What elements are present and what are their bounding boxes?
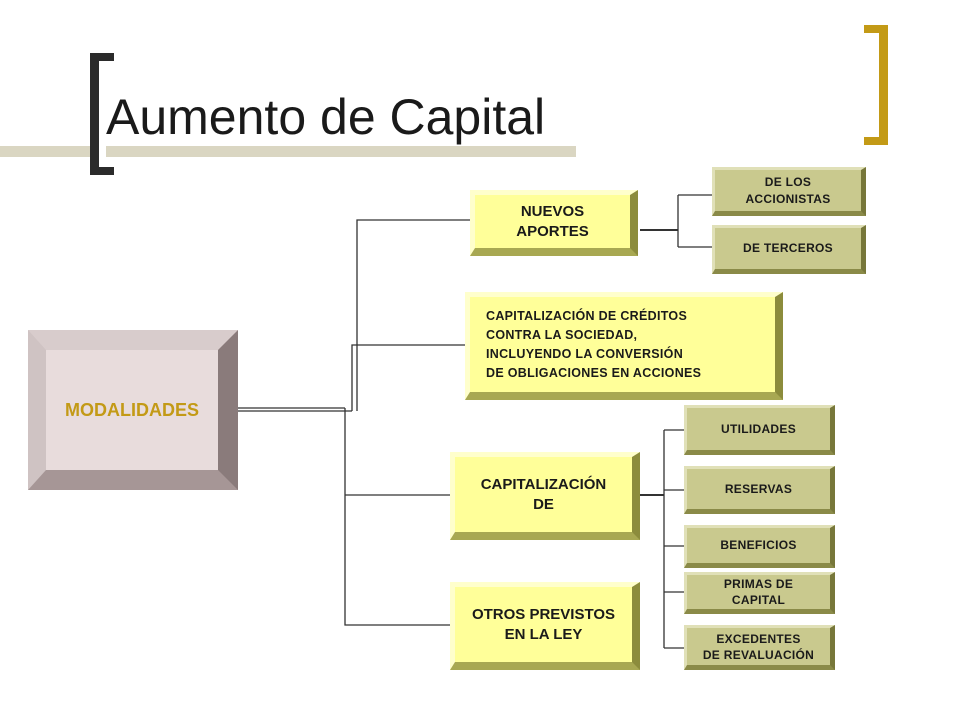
box-de-los-accionistas: DE LOS ACCIONISTAS — [712, 167, 866, 216]
root-label: MODALIDADES — [65, 399, 199, 420]
right-bracket-bottom — [864, 137, 888, 145]
box-de-terceros: DE TERCEROS — [712, 225, 866, 274]
left-bracket-top — [90, 53, 114, 61]
box-excedentes-de-revaluacion: EXCEDENTES DE REVALUACIÓN — [684, 625, 835, 670]
root-box-modalidades: MODALIDADES — [28, 330, 238, 490]
box-otros-previstos-label: OTROS PREVISTOS EN LA LEY — [471, 605, 616, 643]
box-nuevos-aportes-label: NUEVOS APORTES — [516, 202, 589, 240]
left-bracket — [90, 53, 99, 175]
box-primas-de-capital: PRIMAS DE CAPITAL — [684, 572, 835, 614]
box-excedentes-de-revaluacion-label: EXCEDENTES DE REVALUACIÓN — [702, 631, 815, 662]
box-beneficios: BENEFICIOS — [684, 525, 835, 568]
box-reservas: RESERVAS — [684, 466, 835, 514]
box-otros-previstos: OTROS PREVISTOS EN LA LEY — [450, 582, 640, 670]
box-utilidades: UTILIDADES — [684, 405, 835, 455]
box-primas-de-capital-label: PRIMAS DE CAPITAL — [723, 577, 794, 607]
box-capitalizacion-de-label: CAPITALIZACIÓN DE — [480, 475, 607, 513]
right-bracket-top — [864, 25, 888, 33]
box-de-los-accionistas-label: DE LOS ACCIONISTAS — [745, 174, 831, 206]
box-reservas-label: RESERVAS — [724, 481, 793, 496]
box-utilidades-label: UTILIDADES — [721, 421, 796, 436]
box-nuevos-aportes: NUEVOS APORTES — [470, 190, 638, 256]
title-underline — [106, 146, 576, 157]
box-beneficios-label: BENEFICIOS — [720, 538, 797, 552]
right-bracket — [879, 25, 888, 145]
title-underline-left — [0, 146, 95, 157]
box-capitalizacion-creditos: CAPITALIZACIÓN DE CRÉDITOS CONTRA LA SOC… — [465, 292, 783, 400]
box-de-terceros-label: DE TERCEROS — [743, 241, 833, 255]
box-capitalizacion-de: CAPITALIZACIÓN DE — [450, 452, 640, 540]
slide-title: Aumento de Capital — [106, 89, 546, 145]
box-capitalizacion-creditos-label: CAPITALIZACIÓN DE CRÉDITOS CONTRA LA SOC… — [486, 308, 702, 380]
left-bracket-bottom — [90, 167, 114, 175]
